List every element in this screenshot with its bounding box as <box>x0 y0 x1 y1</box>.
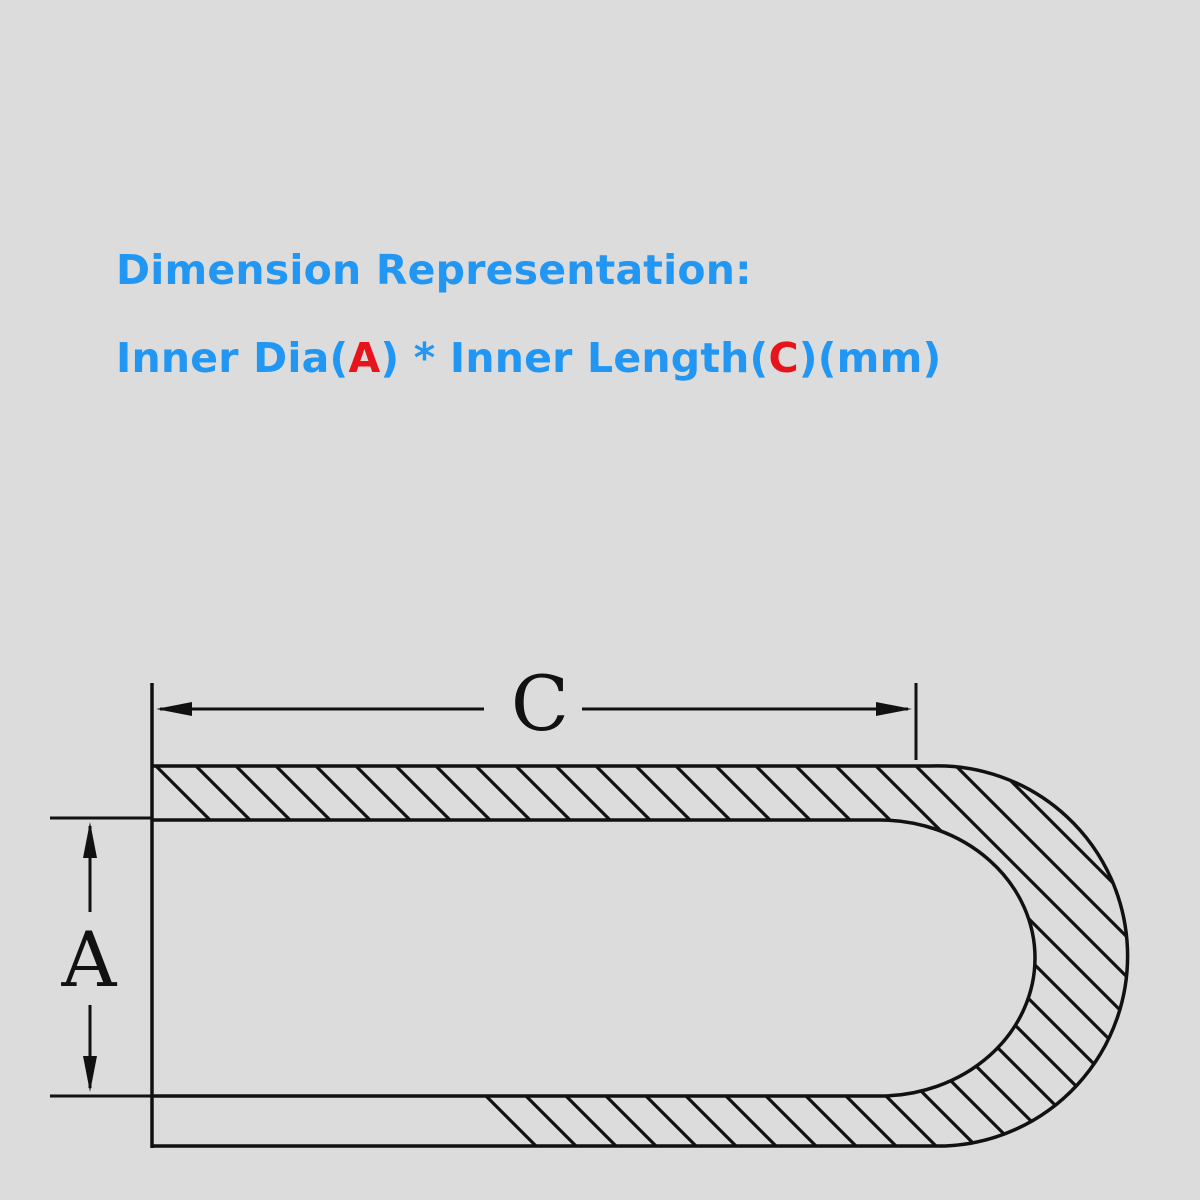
inner-bore-line <box>152 818 1037 1098</box>
label-c: C <box>511 659 569 748</box>
tube-outline <box>150 683 1130 1148</box>
formula-paren: ( <box>749 334 769 382</box>
arrowhead-c-left <box>156 702 192 716</box>
dimension-a <box>50 816 152 1098</box>
formula-letter-c: C <box>768 334 799 382</box>
arrowhead-c-right <box>876 702 912 716</box>
hatch-line <box>1150 760 1200 1160</box>
dimension-c <box>156 683 918 760</box>
formula-inner-length-text: ) * Inner Length <box>380 334 750 382</box>
outer-wall-line <box>152 764 1130 1148</box>
dimension-formula: Inner Dia(A) * Inner Length(C)(mm) <box>116 334 941 382</box>
hatch-line <box>1068 765 1128 1146</box>
hatch-line <box>1190 760 1200 1160</box>
formula-inner-dia-text: Inner Dia <box>116 334 330 382</box>
hatch-line <box>1028 765 1128 1146</box>
formula-paren: ( <box>329 334 349 382</box>
hatch-line <box>948 765 1128 1146</box>
arrowhead-a-bottom <box>83 1056 97 1092</box>
formula-letter-a: A <box>348 334 381 382</box>
arrowhead-a-top <box>83 822 97 858</box>
hatch-line <box>868 765 1128 1146</box>
hatch-line <box>988 765 1128 1146</box>
page-title: Dimension Representation: <box>116 246 752 294</box>
formula-unit-text: )(mm) <box>798 334 942 382</box>
hatch-line <box>1108 765 1128 1146</box>
hatch-line <box>908 765 1128 1146</box>
label-a: A <box>61 915 118 1004</box>
